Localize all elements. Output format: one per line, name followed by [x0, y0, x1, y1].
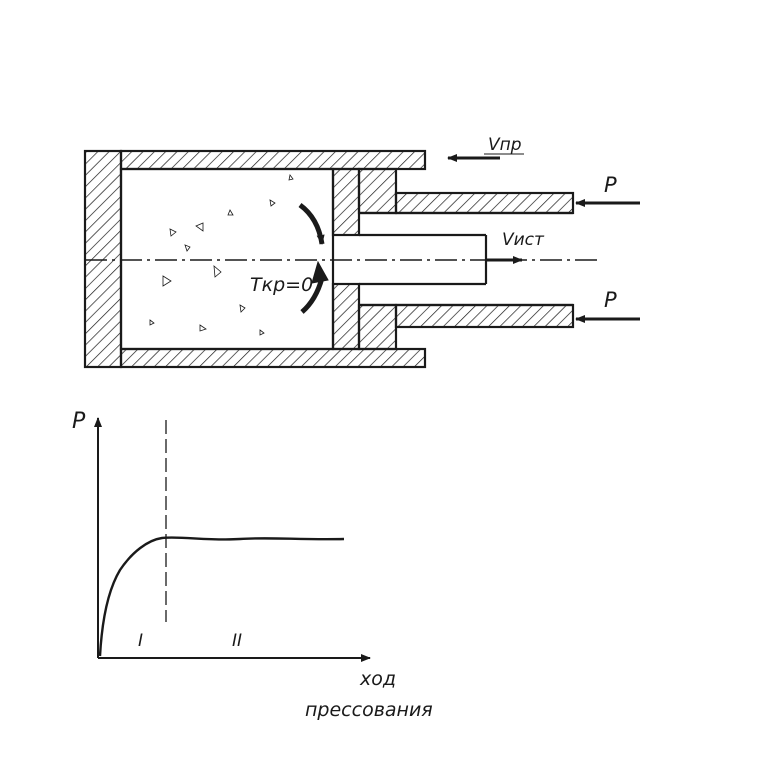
die-ring-top-right — [357, 167, 398, 215]
pressure-label-top: P — [604, 173, 617, 197]
ram-top-wall — [394, 191, 575, 215]
x-axis-label-line1: ход — [359, 668, 396, 690]
friction-stress-label: Tкр=0 — [250, 274, 313, 296]
container-back-wall — [83, 149, 123, 369]
zone-2-label: II — [232, 631, 242, 651]
x-axis-label-line2: прессования — [305, 699, 433, 721]
y-axis-label: P — [72, 409, 86, 434]
metal-flow-arrow-top — [298, 202, 325, 245]
pressure-curve — [98, 536, 345, 657]
product-velocity-label: Vист — [502, 230, 545, 250]
zone-1-label: I — [138, 631, 143, 651]
pressure-stroke-graph — [94, 417, 371, 662]
pressure-label-bottom: P — [604, 288, 617, 312]
billet-chamber — [119, 167, 335, 351]
press-diagram — [83, 149, 640, 369]
container-bottom-wall — [119, 347, 427, 369]
die-ring-bottom-right — [357, 303, 398, 351]
billet-material-texture — [149, 174, 294, 336]
container-velocity-label: Vпр — [488, 135, 522, 155]
die-ring-bottom — [331, 282, 361, 351]
container-top-wall — [119, 149, 427, 171]
die-ring-top — [331, 167, 361, 237]
ram-bottom-wall — [394, 303, 575, 329]
metal-flow-head-bottom — [311, 260, 329, 284]
